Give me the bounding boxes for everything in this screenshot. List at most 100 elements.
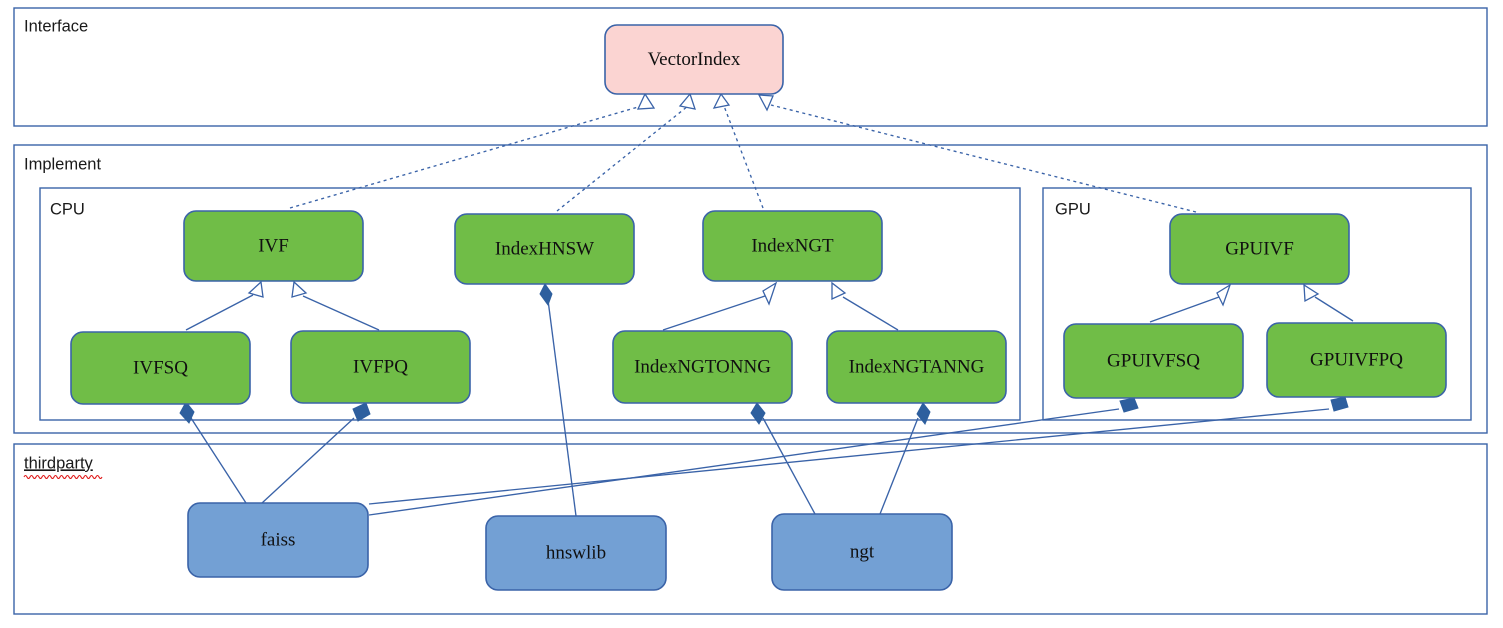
hollow-triangle-icon (247, 280, 264, 298)
group-label-cpu: CPU (50, 200, 85, 218)
edge-line (261, 417, 355, 504)
node-box-indexngtonng[interactable] (612, 330, 793, 404)
filled-diamond-icon (352, 402, 371, 422)
edge-ivfsq-extends-ivf (185, 280, 264, 331)
node-label-vectorindex: VectorIndex (648, 49, 741, 70)
filled-diamond-icon (916, 402, 931, 425)
edge-faiss-composes-gpuivfsq (368, 397, 1139, 516)
hollow-triangle-icon (678, 92, 696, 110)
node-indexngtanng[interactable]: IndexNGTANNG (826, 330, 1007, 404)
node-hnswlib[interactable]: hnswlib (485, 515, 667, 591)
node-label-gpuivfpq: GPUIVFPQ (1310, 349, 1403, 370)
node-ivfpq[interactable]: IVFPQ (290, 330, 471, 404)
hollow-triangle-icon (1303, 283, 1320, 303)
edge-faiss-composes-ivfpq (261, 402, 371, 504)
node-ivf[interactable]: IVF (183, 210, 364, 282)
edge-line (368, 408, 1120, 516)
node-box-indexngt[interactable] (702, 210, 883, 282)
edge-line (879, 417, 919, 515)
group-label-gpu: GPU (1055, 200, 1091, 218)
node-label-ivfpq: IVFPQ (353, 356, 408, 377)
edge-gpuivfsq-extends-gpuivf (1149, 283, 1232, 323)
node-label-gpuivf: GPUIVF (1225, 238, 1294, 259)
node-label-indexngtanng: IndexNGTANNG (849, 356, 985, 377)
hollow-triangle-icon (757, 94, 774, 112)
node-indexngtonng[interactable]: IndexNGTONNG (612, 330, 793, 404)
node-label-faiss: faiss (261, 529, 296, 550)
edge-indexngtanng-extends-indexngt (831, 281, 899, 331)
node-box-gpuivfpq[interactable] (1266, 322, 1447, 398)
node-box-ngt[interactable] (771, 513, 953, 591)
node-label-indexngtonng: IndexNGTONNG (634, 356, 771, 377)
edge-line (302, 295, 380, 331)
edge-ivf-realizes-vectorindex (289, 92, 656, 209)
edge-line (770, 104, 1197, 213)
edge-line (1314, 296, 1354, 322)
filled-diamond-icon (1330, 396, 1349, 412)
node-gpuivfsq[interactable]: GPUIVFSQ (1063, 323, 1244, 399)
node-gpuivfpq[interactable]: GPUIVFPQ (1266, 322, 1447, 398)
group-label-interface: Interface (24, 17, 88, 35)
node-label-ivf: IVF (258, 235, 289, 256)
node-ngt[interactable]: ngt (771, 513, 953, 591)
edge-line (1149, 296, 1220, 323)
edges-layer (179, 92, 1354, 517)
node-box-faiss[interactable] (187, 502, 369, 578)
node-box-hnswlib[interactable] (485, 515, 667, 591)
node-ivfsq[interactable]: IVFSQ (70, 331, 251, 405)
node-label-hnswlib: hnswlib (546, 542, 606, 563)
node-label-indexngt: IndexNGT (751, 235, 834, 256)
node-indexngt[interactable]: IndexNGT (702, 210, 883, 282)
node-box-vectorindex[interactable] (604, 24, 784, 95)
node-label-indexhnsw: IndexHNSW (495, 238, 594, 259)
edge-gpuivfpq-extends-gpuivf (1303, 283, 1354, 322)
node-box-indexngtanng[interactable] (826, 330, 1007, 404)
node-box-gpuivfsq[interactable] (1063, 323, 1244, 399)
group-label-thirdparty: thirdparty (24, 454, 94, 472)
group-label-implement: Implement (24, 155, 101, 173)
edge-indexngtonng-extends-indexngt (662, 281, 778, 331)
hollow-triangle-icon (636, 92, 656, 110)
node-label-gpuivfsq: GPUIVFSQ (1107, 350, 1200, 371)
spellcheck-squiggle-icon (23, 474, 103, 480)
hollow-triangle-icon (1216, 283, 1232, 307)
edge-faiss-composes-ivfsq (179, 401, 247, 504)
edge-line (368, 408, 1330, 505)
hollow-triangle-icon (762, 281, 778, 306)
node-box-ivfpq[interactable] (290, 330, 471, 404)
edge-line (547, 299, 577, 517)
node-box-gpuivf[interactable] (1169, 213, 1350, 285)
filled-diamond-icon (750, 402, 766, 425)
filled-diamond-icon (539, 283, 553, 307)
filled-diamond-icon (1119, 397, 1139, 413)
filled-diamond-icon (179, 401, 195, 424)
node-indexhnsw[interactable]: IndexHNSW (454, 213, 635, 285)
edge-line (762, 417, 816, 515)
node-gpuivf[interactable]: GPUIVF (1169, 213, 1350, 285)
hollow-triangle-icon (291, 280, 308, 298)
edge-faiss-composes-gpuivfpq (368, 396, 1349, 505)
edge-gpuivf-realizes-vectorindex (757, 94, 1197, 213)
edge-ngt-composes-indexngtonng (750, 402, 816, 515)
edge-hnswlib-composes-indexhnsw (539, 283, 577, 517)
node-faiss[interactable]: faiss (187, 502, 369, 578)
edge-ngt-composes-indexngtanng (879, 402, 931, 515)
edge-line (556, 105, 689, 212)
node-vectorindex[interactable]: VectorIndex (604, 24, 784, 95)
hollow-triangle-icon (831, 281, 847, 301)
hollow-triangle-icon (712, 92, 731, 109)
node-label-ivfsq: IVFSQ (133, 357, 188, 378)
edge-line (662, 295, 766, 331)
edge-indexngt-realizes-vectorindex (712, 92, 764, 209)
edge-line (185, 294, 254, 331)
node-box-ivf[interactable] (183, 210, 364, 282)
node-box-ivfsq[interactable] (70, 331, 251, 405)
edge-line (289, 104, 646, 209)
node-box-indexhnsw[interactable] (454, 213, 635, 285)
edge-line (723, 105, 764, 209)
edge-line (190, 417, 247, 504)
node-label-ngt: ngt (850, 541, 875, 562)
